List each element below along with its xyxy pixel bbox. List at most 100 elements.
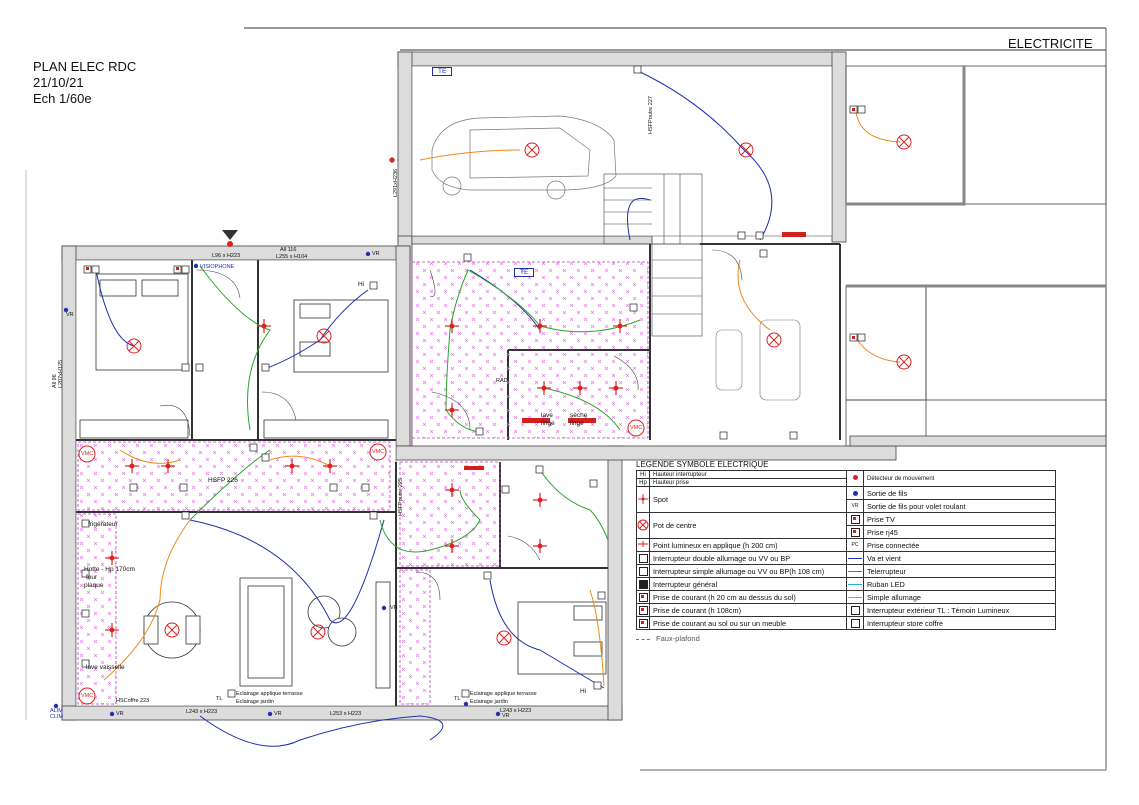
legend-cell <box>636 616 650 630</box>
abbr-text: Hauteur interrupteur <box>649 470 847 479</box>
seche-linge-label: sèche linge <box>570 412 588 427</box>
motion-detector-icon <box>852 475 858 481</box>
vr-5-label: VR <box>502 713 510 719</box>
wiring-telerupteur <box>189 265 641 553</box>
outlet-floor-icon <box>638 618 648 628</box>
vmc-kitchen-label: VMC <box>81 693 94 699</box>
hi-bedroom-2-label: Hi <box>358 281 365 288</box>
legend-text: Spot <box>649 486 847 513</box>
faux-plafond-legend: Faux-plafond <box>636 634 1056 643</box>
legend-text: Interrupteur extérieur TL : Témoin Lumin… <box>863 603 1056 617</box>
legend-table: Hi Hauteur interrupteur Détecteur de mou… <box>636 470 1056 630</box>
hscoffre-label: HSCoffre 223 <box>116 698 150 704</box>
four-label: four <box>86 574 98 581</box>
appliance-outlines <box>715 319 801 401</box>
legend-cell <box>846 470 864 487</box>
lave-vaisselle-label: lave vaisselle <box>86 664 125 671</box>
legend-cell <box>636 512 650 539</box>
vr-1-label: VR <box>372 251 380 257</box>
legend-cell <box>846 551 864 565</box>
legend-abbr-row: Hi Hauteur interrupteur Détecteur de mou… <box>636 470 1056 487</box>
legend-cell <box>846 616 864 630</box>
legend-row: Interrupteur simple allumage ou VV ou BP… <box>636 564 1056 578</box>
legend: LEGENDE SYMBOLE ELECTRIQUE Hi Hauteur in… <box>636 460 1056 643</box>
legend-cell <box>846 590 864 604</box>
legend-text: Point lumineux en applique (h 200 cm) <box>649 538 847 552</box>
vmc-markers <box>78 419 645 705</box>
abbr-code: Hp <box>636 478 650 487</box>
legend-text: Sortie de fils <box>863 486 1056 500</box>
simple-switch-icon <box>638 566 648 576</box>
tl-2-label: TL <box>454 696 461 702</box>
wall-light-icon <box>638 541 648 547</box>
window-bottom-2-label: L253 x H223 <box>330 711 362 717</box>
legend-text: Pot de centre <box>649 512 847 539</box>
detector-dots <box>227 157 395 247</box>
alim-clim-label: ALIM CLIM <box>50 708 64 720</box>
lave-linge-label: lave linge <box>541 412 555 427</box>
legend-text: Prise TV <box>863 512 1056 526</box>
wire-outlet-dots <box>53 251 501 717</box>
window-bottom-3-label: L243 x H223 <box>500 708 532 714</box>
rj45-outlet-icon <box>850 527 860 537</box>
legend-text: Prise connectée <box>863 538 1056 552</box>
abbr-code: Hi <box>636 470 650 479</box>
legend-row: Prise de courant (h 20 cm au dessus du s… <box>636 590 1056 604</box>
pot-de-centre-points <box>126 134 912 646</box>
double-switch-icon <box>638 553 648 563</box>
faux-plafond-zones <box>77 261 649 705</box>
vr-2-label: VR <box>66 312 74 318</box>
wiring-simple-allumage <box>103 111 901 687</box>
legend-text: Prise rj45 <box>863 525 1056 539</box>
vmc-bath-left-label: VMC <box>81 451 94 457</box>
te-hall-label: TE <box>514 268 535 277</box>
legend-text: Interrupteur simple allumage ou VV ou BP… <box>649 564 847 578</box>
legend-cell <box>636 538 650 552</box>
entry-marker-icon <box>222 230 238 240</box>
title-block: PLAN ELEC RDC 21/10/21 Ech 1/60e <box>33 59 136 107</box>
legend-row: Prise de courant (h 108cm) Interrupteur … <box>636 603 1056 617</box>
legend-cell <box>846 512 864 526</box>
hsfp-garage-label: HSFPoutre 227 <box>647 96 654 134</box>
staircase <box>603 173 703 337</box>
eclairage-terrasse-1-label: Eclairage applique terrasse <box>236 691 303 697</box>
te-garage-label: TE <box>432 67 453 76</box>
va-et-vient-line-icon <box>848 558 862 560</box>
refrigerateur-label: frigérateur <box>88 521 118 528</box>
plan-title: PLAN ELEC RDC <box>33 59 137 74</box>
legend-cell <box>846 577 864 591</box>
legend-cell <box>636 577 650 591</box>
vr-3-label: VR <box>116 711 124 717</box>
legend-row: Prise de courant au sol ou sur un meuble… <box>636 616 1056 630</box>
legend-text: Détecteur de mouvement <box>863 470 1056 487</box>
legend-cell <box>636 551 650 565</box>
vmc-bath-right-label: VMC <box>372 449 385 455</box>
faux-plafond-line-icon <box>636 638 650 640</box>
legend-text: Interrupteur général <box>649 577 847 591</box>
legend-title: LEGENDE SYMBOLE ELECTRIQUE <box>636 460 769 469</box>
wire-outlet-icon <box>852 491 858 497</box>
legend-text: Sortie de fils pour volet roulant <box>863 499 1056 513</box>
outlet-red-markers <box>86 108 855 470</box>
legend-text: Prise de courant au sol ou sur un meuble <box>649 616 847 630</box>
legend-cell <box>636 564 650 578</box>
shutter-switch-icon <box>850 618 860 628</box>
spot-icon <box>638 493 648 504</box>
hotte-label: Hotte - Hp 170cm <box>84 566 135 573</box>
vr-4-label: VR <box>274 711 282 717</box>
legend-row: Interrupteur double allumage ou VV ou BP… <box>636 551 1056 565</box>
window-bottom-1-label: L243 x H223 <box>186 709 218 715</box>
legend-cell <box>846 564 864 578</box>
outlet-20-icon <box>638 592 648 602</box>
simple-allumage-line-icon <box>848 597 862 599</box>
legend-text: Prise de courant (h 20 cm au dessus du s… <box>649 590 847 604</box>
legend-cell <box>636 486 650 513</box>
outlet-108-icon <box>638 605 648 615</box>
hi-bedroom-3-label: Hi <box>580 688 587 695</box>
legend-cell <box>636 603 650 617</box>
section-title: ELECTRICITE <box>1008 36 1093 51</box>
tv-outlet-icon <box>850 514 860 524</box>
legend-text: Prise de courant (h 108cm) <box>649 603 847 617</box>
garage-room <box>411 65 833 237</box>
